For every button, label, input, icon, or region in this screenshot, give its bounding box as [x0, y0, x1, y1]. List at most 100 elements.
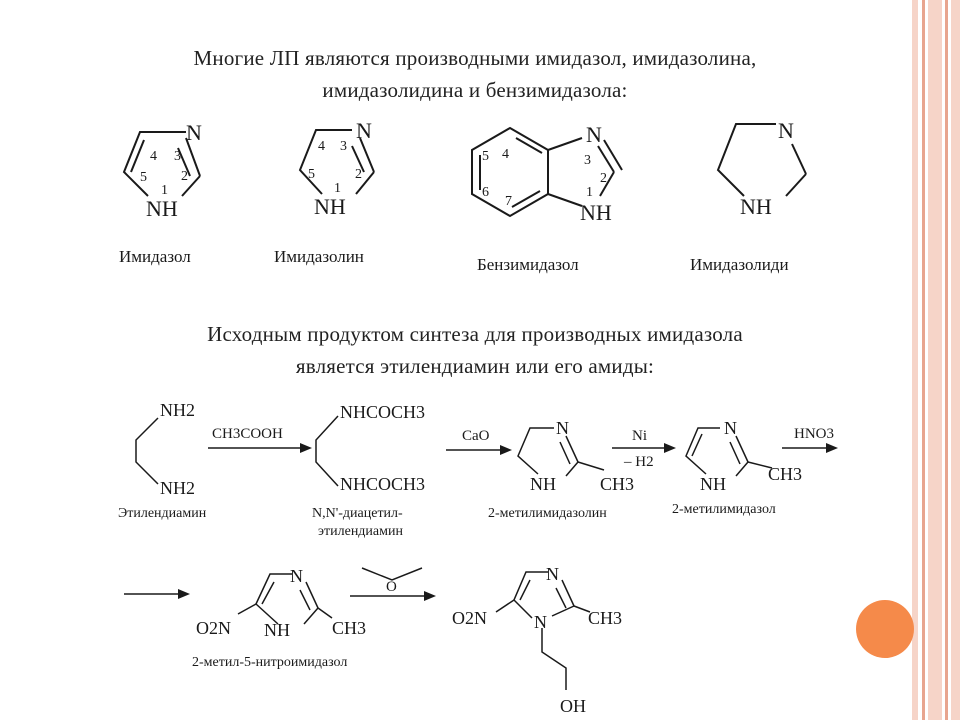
arrow-head — [826, 443, 838, 453]
stripe — [945, 0, 948, 720]
atom-nh: NH — [146, 196, 178, 221]
ring-bond — [305, 581, 319, 609]
reaction-arrow-3: Ni – H2 — [612, 428, 676, 470]
double-bond — [691, 433, 703, 457]
reagent-label: O — [386, 579, 397, 595]
double-bond — [559, 441, 571, 465]
hydroxyethyl-chain — [541, 628, 567, 690]
ring-bond — [685, 427, 720, 475]
reagent-label: – H2 — [623, 454, 654, 470]
ring-number: 4 — [150, 149, 157, 164]
ring-number: 1 — [161, 183, 168, 198]
atom-nh: NH — [264, 620, 290, 640]
heading-line: является этилендиамин или его амиды: — [295, 354, 655, 378]
ethylenediamine-structure: NH2 NH2 Этилендиамин — [118, 400, 207, 521]
ring-number: 3 — [340, 139, 347, 154]
ring-number: 2 — [355, 167, 362, 182]
double-bond — [555, 587, 567, 609]
continuation-arrow — [124, 589, 190, 599]
hydroxyl-group: OH — [560, 696, 586, 716]
atom-n: N — [556, 418, 569, 438]
compound-name: 2-метилимидазолин — [488, 506, 607, 521]
stripe — [928, 0, 942, 720]
atom-n: N — [290, 566, 303, 586]
methyl-bond — [573, 605, 591, 613]
atom-nh: NH — [314, 194, 346, 219]
ring-number: 5 — [482, 149, 489, 164]
atom-n: N — [724, 418, 737, 438]
ring-number: 1 — [334, 181, 341, 196]
ring-number: 4 — [318, 139, 325, 154]
ring-bond — [122, 131, 186, 197]
epoxide-bond — [361, 567, 423, 581]
stripe — [951, 0, 960, 720]
ring-bond — [255, 573, 292, 625]
nitro-group: O2N — [452, 608, 487, 628]
group-label: NH2 — [160, 478, 195, 498]
decorative-circle — [856, 600, 914, 658]
compound-name: Этилендиамин — [118, 506, 207, 521]
atom-n: N — [778, 118, 794, 143]
compound-name: N,N'-диацетил- — [312, 506, 403, 521]
double-bond — [177, 147, 191, 177]
arrow-head — [300, 443, 312, 453]
ring-bond — [359, 137, 375, 173]
methyl-group: CH3 — [768, 464, 802, 484]
stripe — [922, 0, 925, 720]
arrow-head — [664, 443, 676, 453]
ring-number: 5 — [308, 167, 315, 182]
ring-bond — [565, 461, 579, 477]
ring-number: 3 — [584, 153, 591, 168]
ring-bond — [735, 461, 749, 477]
ring-number: 4 — [502, 147, 509, 162]
nitro-bond — [495, 599, 515, 613]
imidazoline-structure: N NH 1 2 3 4 5 Имидазолин — [274, 118, 375, 266]
reagent-label: Ni — [632, 428, 647, 444]
methylimidazoline-structure: N NH CH3 2-метилимидазолин — [488, 418, 634, 521]
slide-heading-middle: Исходным продуктом синтеза для производн… — [40, 318, 910, 382]
ring-bond — [551, 605, 575, 617]
metronidazole-structure: N N CH3 O2N OH — [452, 564, 622, 716]
ring-name: Бензимидазол — [477, 255, 579, 274]
methyl-bond — [317, 607, 333, 619]
ring-number: 1 — [586, 185, 593, 200]
ring-bond — [561, 579, 575, 607]
heading-line: имидазолидина и бензимидазола: — [322, 78, 628, 102]
ring-bond — [298, 129, 352, 195]
methyl-bond — [577, 461, 605, 471]
double-bond — [515, 137, 543, 154]
reaction-arrow-1: CH3COOH — [208, 426, 312, 453]
methyl-group: CH3 — [588, 608, 622, 628]
ring-bond — [303, 607, 319, 625]
ring-bond — [517, 427, 554, 475]
chemistry-diagram: N NH 1 2 3 4 5 Имидазол N NH 1 2 3 4 5 И… — [118, 118, 838, 716]
reagent-label: HNO3 — [794, 426, 834, 442]
ring-number: 6 — [482, 185, 489, 200]
ring-bond — [597, 145, 615, 173]
ring-bond — [185, 137, 201, 177]
methyl-group: CH3 — [600, 474, 634, 494]
ring-bond — [547, 137, 583, 151]
ring-number: 3 — [174, 149, 181, 164]
imidazole-structure: N NH 1 2 3 4 5 Имидазол — [119, 120, 202, 266]
compound-name: 2-метил-5-нитроимидазол — [192, 655, 347, 670]
ring-bond — [565, 435, 579, 463]
arrow-head — [500, 445, 512, 455]
chain-bond — [135, 417, 159, 485]
ring-bond — [547, 193, 583, 207]
ring-bond — [716, 123, 776, 197]
double-bond — [130, 139, 145, 173]
atom-nh: NH — [580, 200, 612, 225]
double-bond — [603, 139, 623, 171]
imidazolidine-structure: N NH Имидазолиди — [690, 118, 807, 274]
double-bond — [519, 579, 531, 601]
double-bond — [299, 589, 311, 611]
group-label: NH2 — [160, 400, 195, 420]
group-label: NHCOCH3 — [340, 474, 425, 494]
ring-number: 5 — [140, 170, 147, 185]
ring-number: 2 — [600, 171, 607, 186]
compound-name: этилендиамин — [318, 524, 403, 539]
decorative-stripes — [912, 0, 960, 720]
atom-n: N — [546, 564, 559, 584]
group-label: NHCOCH3 — [340, 402, 425, 422]
